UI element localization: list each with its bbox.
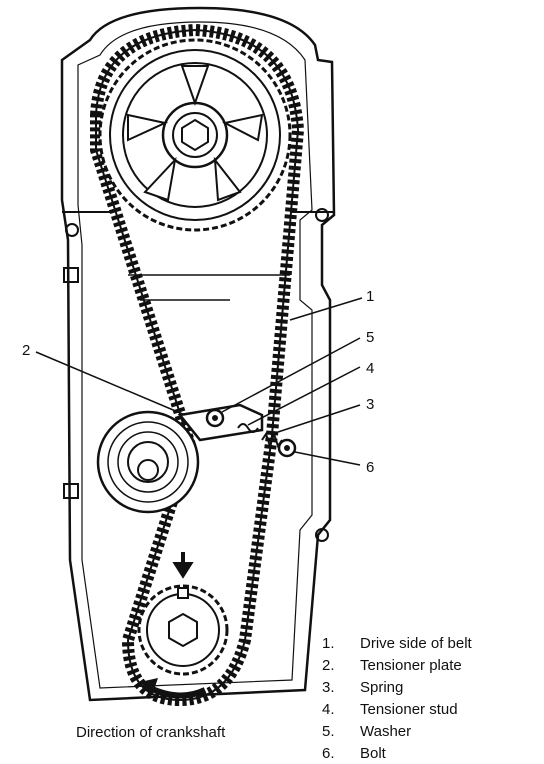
- leader-line-4: [247, 366, 361, 426]
- legend-item: 6. Bolt: [322, 742, 532, 764]
- legend-number: 6.: [322, 744, 335, 762]
- callout-4: 4: [366, 360, 375, 377]
- legend-number: 4.: [322, 700, 335, 718]
- rotation-arrowhead: [140, 678, 158, 696]
- cover-bolt-left: [65, 223, 79, 237]
- legend-label: Tensioner plate: [360, 656, 462, 674]
- callout-6: 6: [366, 459, 375, 476]
- legend-item: 3. Spring: [322, 676, 532, 698]
- callout-5: 5: [366, 329, 375, 346]
- legend-number: 2.: [322, 656, 335, 674]
- legend-number: 5.: [322, 722, 335, 740]
- legend-label: Spring: [360, 678, 404, 696]
- legend-number: 1.: [322, 634, 335, 652]
- timing-mark-arrow: [172, 552, 194, 579]
- cover-bolt-lower-right: [315, 528, 329, 542]
- legend-label: Tensioner stud: [360, 700, 458, 718]
- callout-2: 2: [22, 342, 31, 359]
- crankshaft-pulley: [137, 584, 229, 676]
- leader-line-1: [289, 297, 363, 321]
- legend-label: Drive side of belt: [360, 634, 472, 652]
- leader-line-5: [221, 337, 361, 413]
- cover-bolt-right: [315, 208, 329, 222]
- legend-item: 1. Drive side of belt: [322, 632, 532, 654]
- legend-item: 4. Tensioner stud: [322, 698, 532, 720]
- timing-cover-outline: [60, 6, 336, 702]
- idler-pulley: [96, 410, 200, 514]
- legend-number: 3.: [322, 678, 335, 696]
- rotation-arrow: [148, 685, 207, 699]
- legend-label: Bolt: [360, 744, 386, 762]
- camshaft-pulley: [98, 38, 292, 232]
- leader-line-6: [294, 451, 361, 466]
- diagram-caption: Direction of crankshaft: [76, 724, 226, 741]
- cover-clip-left: [63, 267, 79, 283]
- leader-line-2: [35, 351, 186, 416]
- legend-item: 2. Tensioner plate: [322, 654, 532, 676]
- parts-legend: 1. Drive side of belt 2. Tensioner plate…: [322, 632, 532, 764]
- leader-line-3: [277, 404, 361, 433]
- legend-item: 5. Washer: [322, 720, 532, 742]
- tensioner-assembly: [177, 403, 297, 458]
- timing-cover-inner: [77, 21, 313, 689]
- callout-1: 1: [366, 288, 375, 305]
- cover-clip-left-lower: [63, 483, 79, 499]
- callout-3: 3: [366, 396, 375, 413]
- legend-label: Washer: [360, 722, 412, 740]
- timing-belt-edge: [95, 28, 300, 702]
